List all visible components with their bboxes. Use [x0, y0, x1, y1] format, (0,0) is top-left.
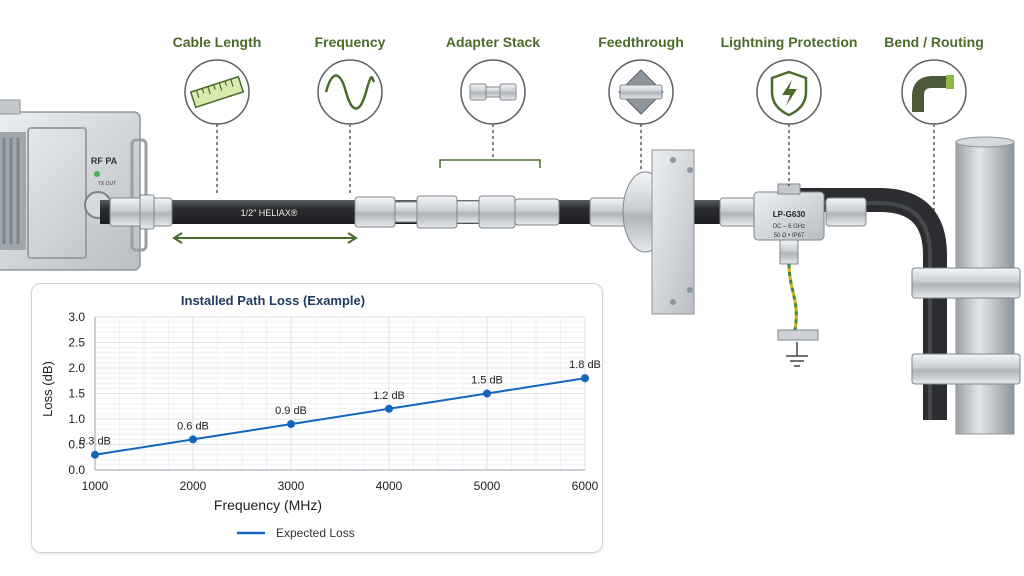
data-label: 1.8 dB	[569, 359, 601, 371]
data-point	[581, 374, 589, 383]
protector-spec: 50 Ω • IP67	[774, 233, 805, 239]
label-frequency: Frequency	[314, 34, 386, 50]
rf-amplifier	[0, 99, 148, 271]
bend-icon	[901, 59, 967, 125]
y-tick-label: 0.5	[68, 438, 85, 452]
y-axis-label: Loss (dB)	[40, 361, 55, 417]
protector-range: DC – 6 GHz	[773, 224, 805, 230]
data-point	[287, 420, 295, 429]
lightning-protector	[753, 183, 825, 367]
chart-title: Installed Path Loss (Example)	[181, 293, 365, 308]
cable-label: 1/2" HELIAX®	[241, 208, 298, 218]
y-tick-label: 0.0	[68, 463, 85, 477]
label-feedthrough: Feedthrough	[598, 34, 684, 50]
amplifier-port-label: TX OUT	[98, 181, 116, 187]
data-point	[189, 435, 197, 444]
x-tick-label: 4000	[376, 479, 403, 493]
connector-protector-out	[825, 197, 867, 227]
shield-lightning-icon	[756, 59, 822, 125]
data-label: 0.6 dB	[177, 420, 209, 432]
series-line	[94, 377, 586, 456]
loss-chart: Installed Path Loss (Example) 0.0 0.5 1.0 1…	[40, 293, 601, 540]
data-label: 1.2 dB	[373, 390, 405, 402]
x-tick-label: 6000	[572, 479, 599, 493]
amplifier-name: RF PA	[91, 156, 118, 166]
data-point	[385, 404, 393, 413]
data-label: 0.9 dB	[275, 405, 307, 417]
data-label: 0.3 dB	[79, 436, 111, 448]
ruler-icon	[184, 59, 250, 125]
feedthrough	[589, 149, 695, 315]
connector-protector-in	[719, 197, 759, 227]
x-tick-label: 5000	[474, 479, 501, 493]
connector-pa	[109, 194, 173, 230]
label-lightning-protection: Lightning Protection	[720, 34, 858, 50]
x-axis-label: Frequency (MHz)	[214, 497, 322, 513]
data-point	[483, 389, 491, 398]
y-tick-label: 3.0	[68, 310, 85, 324]
label-cable-length: Cable Length	[172, 34, 262, 50]
adapter-icon	[460, 59, 526, 125]
label-adapter-stack: Adapter Stack	[445, 34, 541, 50]
label-bend-routing: Bend / Routing	[884, 34, 984, 50]
data-label: 1.5 dB	[471, 375, 503, 387]
x-tick-label: 1000	[82, 479, 109, 493]
cable-length-range	[172, 232, 358, 244]
adapter-stack-bracket	[439, 159, 541, 168]
feedthrough-icon	[608, 59, 674, 125]
y-tick-label: 2.0	[68, 361, 85, 375]
mast-pole	[911, 136, 1021, 435]
data-point	[91, 450, 99, 459]
legend-label: Expected Loss	[276, 526, 355, 540]
y-tick-label: 1.0	[68, 412, 85, 426]
protector-model: LP-G630	[773, 210, 806, 219]
x-tick-label: 3000	[278, 479, 305, 493]
sine-wave-icon	[317, 59, 383, 125]
legend: Expected Loss	[237, 526, 355, 540]
adapter-stack	[354, 195, 560, 229]
x-tick-label: 2000	[180, 479, 207, 493]
leader-lines	[216, 124, 935, 236]
y-tick-label: 2.5	[68, 336, 85, 350]
y-tick-label: 1.5	[68, 387, 85, 401]
chart-panel: Installed Path Loss (Example) 0.0 0.5 1.0 1…	[31, 283, 603, 553]
